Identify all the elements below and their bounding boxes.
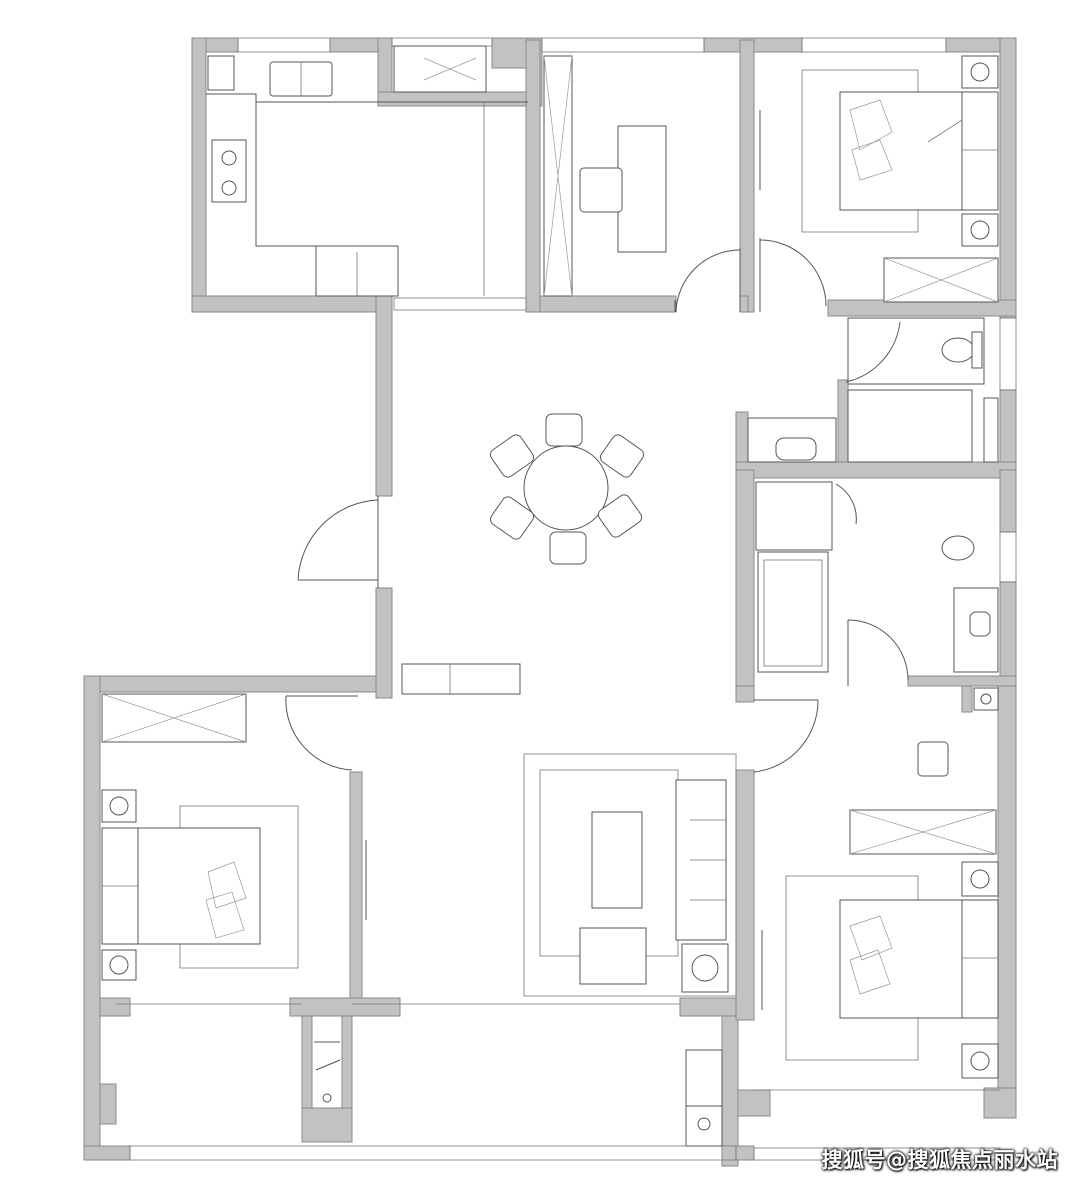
bathroom-east (755, 481, 999, 711)
balcony-south (116, 1003, 1000, 1147)
bedroom-se (761, 741, 999, 1079)
entry-door (297, 496, 379, 588)
windows (129, 37, 1017, 1161)
dining-chair (489, 434, 535, 478)
watermark-text: 搜狐号@搜狐焦点丽水站 (821, 1148, 1058, 1172)
living-room (523, 699, 819, 997)
bathroom-north (747, 317, 999, 463)
master-bedroom-ne (759, 55, 999, 312)
bedroom-west (101, 693, 367, 981)
walls (83, 37, 1017, 1167)
dining-chair (599, 434, 645, 478)
dining-chair (597, 494, 643, 538)
dining-chair (489, 496, 535, 540)
kitchen (206, 45, 528, 311)
dining-table (401, 413, 645, 695)
dining-chair (549, 531, 587, 565)
study (543, 55, 741, 313)
dining-chair (545, 413, 583, 447)
